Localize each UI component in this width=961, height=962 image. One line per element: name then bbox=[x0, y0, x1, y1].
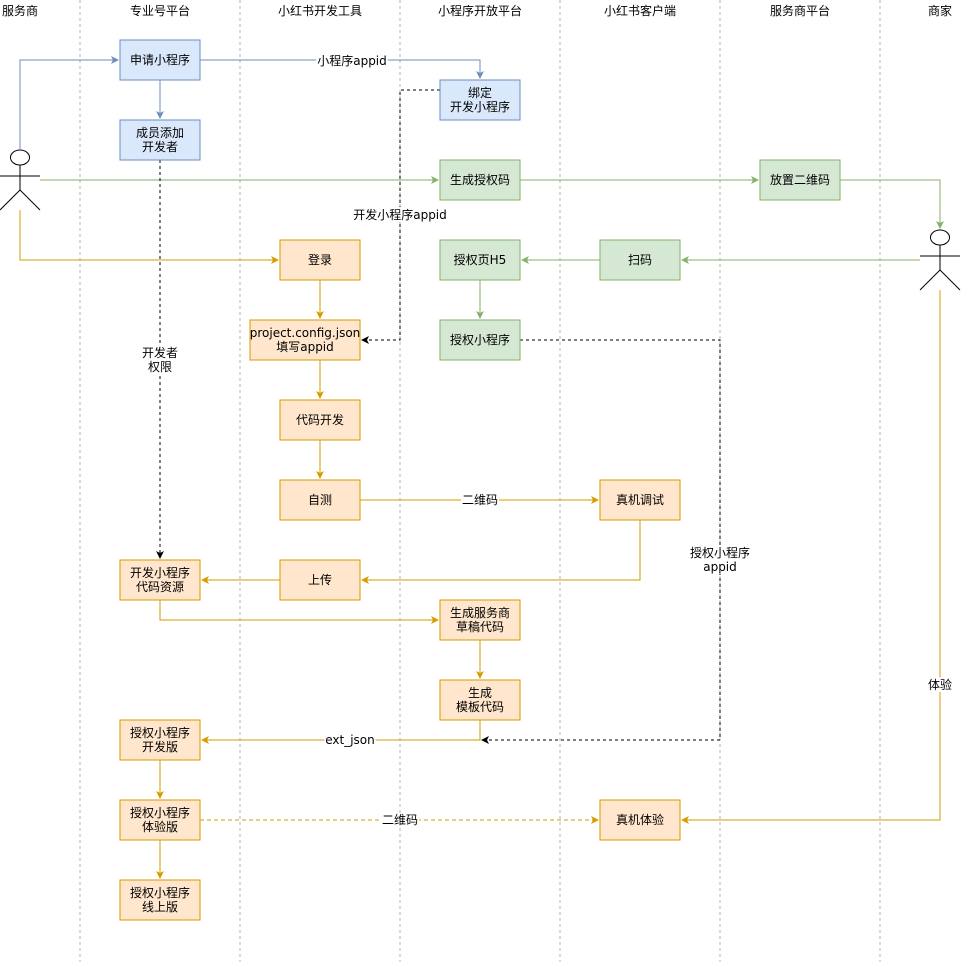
box-label: 真机调试 bbox=[616, 492, 664, 507]
box-label: 体验版 bbox=[142, 819, 178, 834]
lane-title: 小程序开放平台 bbox=[438, 3, 522, 18]
apply-box: 申请小程序 bbox=[119, 39, 201, 81]
edge-label: 二维码 bbox=[380, 813, 420, 827]
box-label: 填写appid bbox=[276, 340, 334, 354]
edge-label-text: 权限 bbox=[148, 360, 172, 374]
edge-label-text: 小程序appid bbox=[317, 53, 387, 68]
lane-title: 专业号平台 bbox=[130, 3, 190, 18]
upload-box: 上传 bbox=[279, 559, 361, 601]
edge-label-text: ext_json bbox=[325, 733, 375, 747]
box-label: 扫码 bbox=[628, 253, 652, 267]
lane-title: 服务商平台 bbox=[770, 3, 830, 18]
edge-label: 开发小程序appid bbox=[352, 207, 448, 222]
edge-label: ext_json bbox=[324, 733, 376, 747]
box-label: 授权页H5 bbox=[454, 252, 507, 267]
box-label: 生成服务商 bbox=[450, 605, 510, 620]
box-label: 上传 bbox=[308, 572, 332, 587]
device-trial-box: 真机体验 bbox=[599, 799, 681, 841]
merchant-to-device-trial-edge bbox=[681, 290, 941, 824]
box-label: 模板代码 bbox=[456, 700, 504, 714]
edge-label: 体验 bbox=[926, 677, 954, 692]
auth-mp-box: 授权小程序 bbox=[439, 319, 521, 361]
box-label: project.config.json bbox=[250, 326, 361, 340]
login-box: 登录 bbox=[279, 239, 361, 281]
lane-title: 商家 bbox=[928, 3, 952, 18]
box-label: 授权小程序 bbox=[130, 885, 190, 900]
box-label: 自测 bbox=[308, 493, 332, 507]
box-label: 生成授权码 bbox=[450, 172, 510, 187]
lane-title: 小红书客户端 bbox=[604, 3, 676, 18]
edge-label-text: appid bbox=[703, 560, 737, 574]
box-label: 草稿代码 bbox=[456, 619, 504, 634]
box-label: 线上版 bbox=[142, 900, 178, 914]
self-test-box: 自测 bbox=[279, 479, 361, 521]
box-label: 申请小程序 bbox=[130, 52, 190, 67]
device-debug-box: 真机调试 bbox=[599, 479, 681, 521]
box-label: 真机体验 bbox=[616, 812, 664, 827]
place-qr-to-merchant-edge bbox=[840, 179, 944, 229]
lane-title: 服务商 bbox=[2, 3, 38, 18]
box-label: 授权小程序 bbox=[130, 805, 190, 820]
edge-label-text: 二维码 bbox=[462, 493, 498, 507]
provider-actor-icon bbox=[0, 149, 41, 211]
edge-label: 小程序appid bbox=[316, 53, 388, 68]
box-label: 开发小程序 bbox=[450, 99, 510, 114]
code-dev-box: 代码开发 bbox=[279, 399, 361, 441]
box-label: 放置二维码 bbox=[770, 172, 830, 187]
place-qr-box: 放置二维码 bbox=[759, 159, 841, 201]
scan-box: 扫码 bbox=[599, 239, 681, 281]
gen-template-to-auth-dev-edge bbox=[201, 720, 481, 744]
box-label: 授权小程序 bbox=[130, 725, 190, 740]
provider-to-apply-edge bbox=[19, 56, 119, 150]
edge-label: 二维码 bbox=[460, 493, 500, 507]
box-label: 代码资源 bbox=[136, 580, 184, 594]
edge-label-text: 体验 bbox=[928, 677, 952, 692]
edge-label-text: 开发者 bbox=[142, 345, 178, 360]
box-label: 生成 bbox=[468, 686, 492, 700]
dev-resource-to-gen-draft-edge bbox=[159, 600, 439, 624]
box-label: 绑定 bbox=[468, 85, 492, 100]
device-debug-to-upload-edge bbox=[361, 520, 641, 584]
merchant-actor-icon bbox=[919, 229, 961, 291]
edge-label-layer: 小程序appid开发小程序appid开发者权限二维码授权小程序appidext_… bbox=[140, 53, 954, 827]
box-label: 代码开发 bbox=[296, 412, 344, 427]
gen-auth-code-box: 生成授权码 bbox=[439, 159, 521, 201]
box-label: 授权小程序 bbox=[450, 332, 510, 347]
box-label: 登录 bbox=[308, 252, 332, 267]
apply-to-bind-edge bbox=[200, 59, 484, 79]
provider-to-login-edge bbox=[19, 210, 279, 264]
box-label: 开发小程序 bbox=[130, 565, 190, 580]
box-label: 成员添加 bbox=[136, 126, 184, 140]
box-label: 开发版 bbox=[142, 739, 178, 754]
edge-label-text: 二维码 bbox=[382, 813, 418, 827]
auth-h5-box: 授权页H5 bbox=[439, 239, 521, 281]
edge-label-text: 开发小程序appid bbox=[353, 207, 447, 222]
lane-title: 小红书开发工具 bbox=[278, 3, 362, 18]
edge-label-text: 授权小程序 bbox=[690, 545, 750, 560]
box-label: 开发者 bbox=[142, 139, 178, 154]
